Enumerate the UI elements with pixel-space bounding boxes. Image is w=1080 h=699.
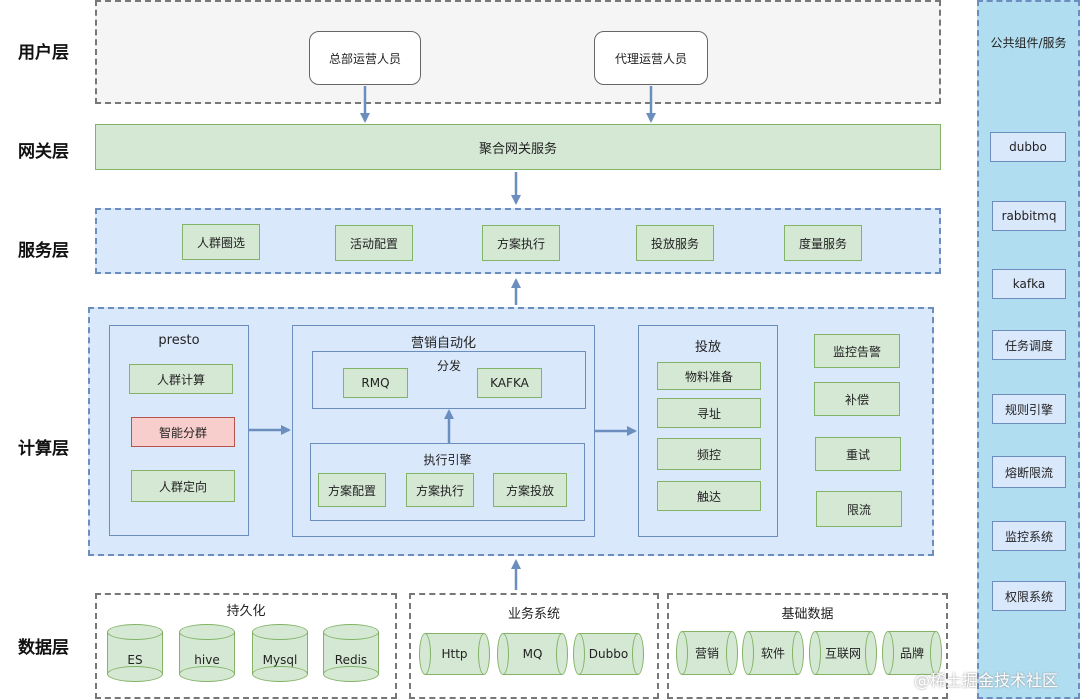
- storage-hive: hive: [179, 624, 235, 682]
- execution-engine-title: 执行引擎: [423, 453, 472, 467]
- storage-es-label: ES: [127, 653, 143, 667]
- business-mq: MQ: [497, 633, 568, 675]
- engine-plan-execute: 方案执行: [406, 473, 474, 507]
- dispatch-title: 分发: [436, 359, 461, 373]
- ops-rate-limit: 限流: [816, 491, 902, 527]
- presto-crowd-target: 人群定向: [131, 470, 235, 502]
- storage-redis: Redis: [323, 624, 379, 682]
- compute-layer-label: 计算层: [18, 439, 69, 459]
- service-plan-execute: 方案执行: [482, 225, 560, 261]
- basic-brand-label: 品牌: [899, 646, 924, 661]
- agent-ops-node: 代理运营人员: [594, 31, 708, 85]
- public-monitoring: 监控系统: [992, 521, 1066, 551]
- delivery-title: 投放: [694, 340, 721, 355]
- presto-crowd-calc: 人群计算: [129, 364, 233, 394]
- ops-monitor-alert: 监控告警: [814, 334, 900, 368]
- public-permission: 权限系统: [992, 581, 1066, 611]
- public-rabbitmq: rabbitmq: [992, 201, 1066, 231]
- user-layer-label: 用户层: [18, 43, 69, 63]
- basic-internet-label: 互联网: [824, 646, 861, 661]
- delivery-addressing: 寻址: [657, 398, 761, 428]
- public-task-scheduler: 任务调度: [992, 330, 1066, 360]
- dispatch-kafka: KAFKA: [477, 368, 542, 398]
- basic-software: 软件: [742, 631, 804, 675]
- storage-mysql: Mysql: [252, 624, 308, 682]
- basic-marketing: 营销: [676, 631, 738, 675]
- ops-retry: 重试: [815, 437, 901, 471]
- storage-mysql-label: Mysql: [262, 653, 298, 667]
- user-layer-container: [95, 0, 941, 104]
- basic-brand: 品牌: [882, 631, 942, 675]
- basic-marketing-label: 营销: [694, 646, 719, 661]
- basic-data-title: 基础数据: [781, 607, 834, 622]
- delivery-reach: 触达: [657, 481, 761, 511]
- business-mq-label: MQ: [522, 647, 543, 661]
- engine-plan-config: 方案配置: [318, 473, 386, 507]
- public-components-title: 公共组件/服务: [990, 36, 1067, 50]
- business-system-container: 业务系统: [409, 593, 659, 699]
- dispatch-rmq: RMQ: [343, 368, 408, 398]
- hq-ops-node: 总部运营人员: [309, 31, 421, 85]
- marketing-automation-title: 营销自动化: [410, 336, 476, 351]
- data-layer-label: 数据层: [18, 638, 69, 658]
- basic-data-container: 基础数据: [667, 593, 948, 699]
- aggregate-gateway-service: 聚合网关服务: [95, 124, 941, 170]
- business-dubbo: Dubbo: [573, 633, 644, 675]
- storage-es: ES: [107, 624, 163, 682]
- basic-software-label: 软件: [760, 646, 785, 661]
- public-circuit-breaker: 熔断限流: [992, 456, 1066, 488]
- service-activity-config: 活动配置: [335, 225, 413, 261]
- public-rule-engine: 规则引擎: [992, 394, 1066, 424]
- business-http: Http: [419, 633, 490, 675]
- persistence-title: 持久化: [226, 604, 266, 619]
- ops-compensate: 补偿: [814, 382, 900, 416]
- presto-title: presto: [158, 333, 200, 348]
- basic-internet: 互联网: [809, 631, 877, 675]
- storage-hive-label: hive: [194, 653, 220, 667]
- presto-smart-cluster: 智能分群: [131, 417, 235, 447]
- business-http-label: Http: [441, 647, 468, 661]
- watermark: @稀土掘金技术社区: [913, 671, 1058, 690]
- delivery-frequency-control: 频控: [657, 438, 761, 470]
- storage-redis-label: Redis: [334, 653, 368, 667]
- persistence-container: 持久化: [95, 593, 397, 699]
- service-layer-label: 服务层: [18, 241, 69, 261]
- public-dubbo: dubbo: [990, 132, 1066, 162]
- service-crowd-select: 人群圈选: [182, 224, 260, 260]
- public-kafka: kafka: [992, 269, 1066, 299]
- service-delivery: 投放服务: [636, 225, 714, 261]
- business-system-title: 业务系统: [507, 607, 560, 622]
- delivery-material-prep: 物料准备: [657, 362, 761, 390]
- business-dubbo-label: Dubbo: [588, 647, 629, 661]
- engine-plan-deliver: 方案投放: [493, 473, 567, 507]
- service-metrics: 度量服务: [784, 225, 862, 261]
- gateway-layer-label: 网关层: [18, 142, 69, 162]
